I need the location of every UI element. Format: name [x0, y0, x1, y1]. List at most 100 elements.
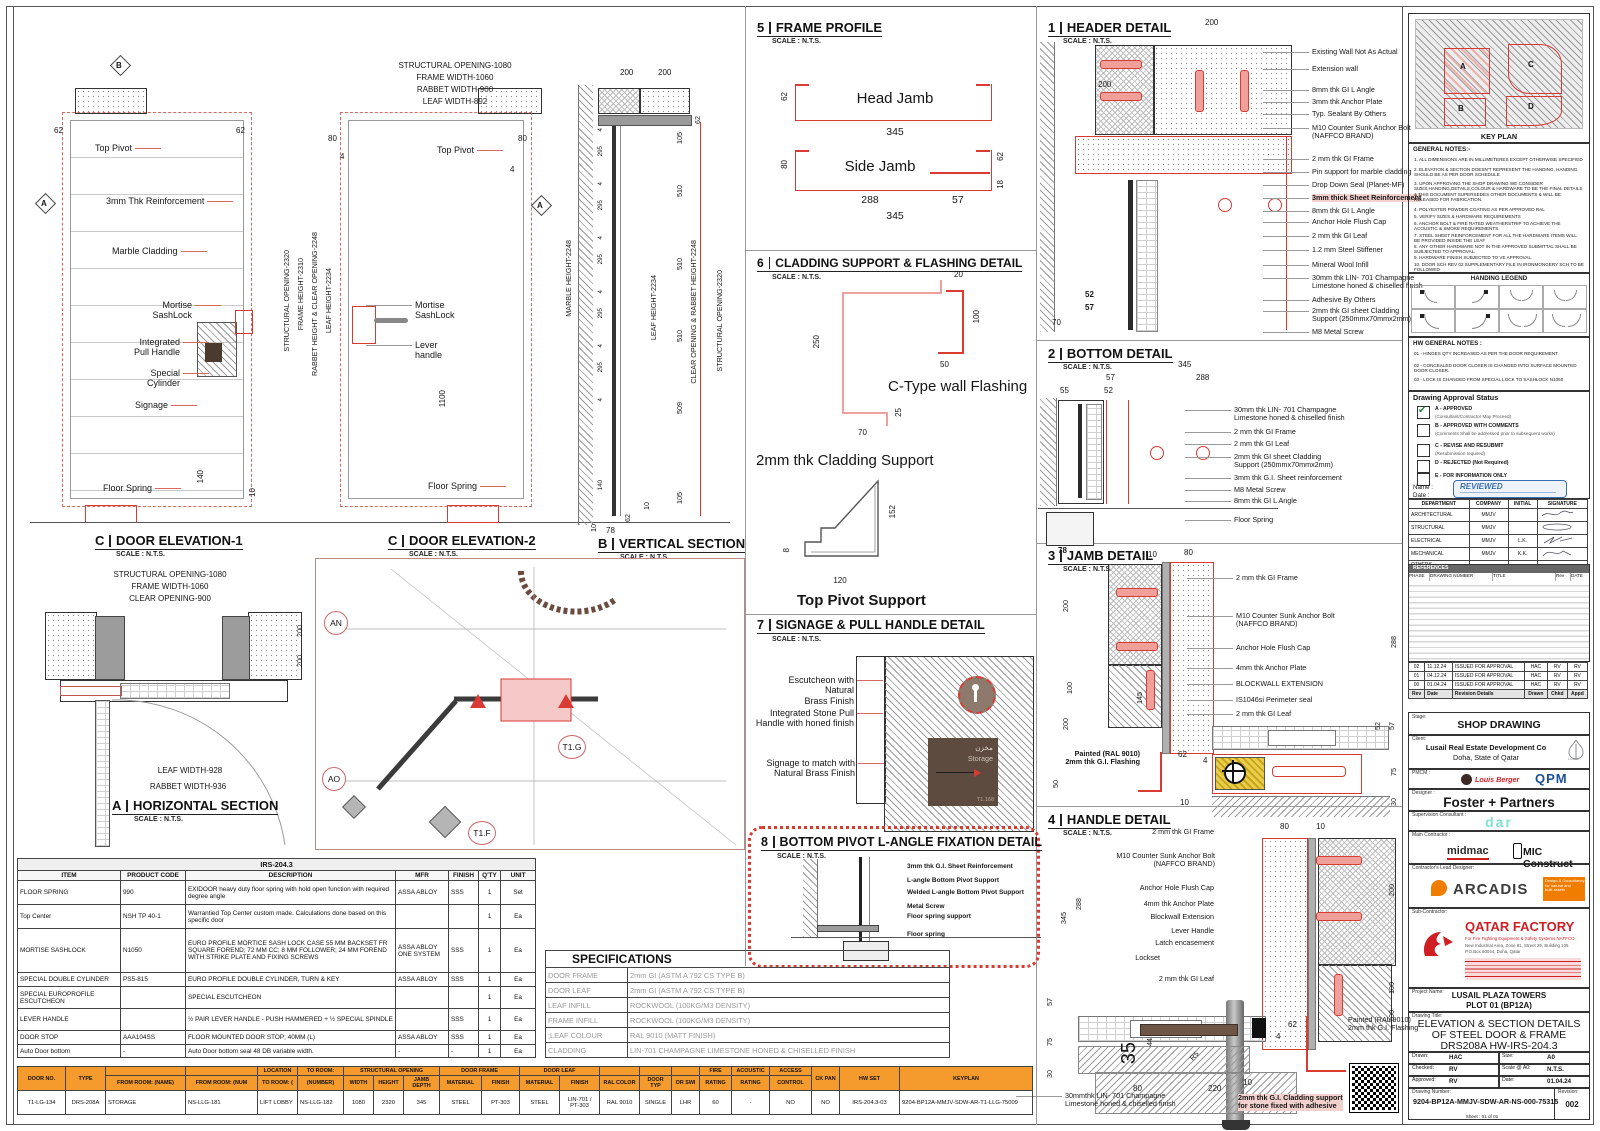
- callout: M8 Metal Screw: [1185, 485, 1286, 494]
- grid-bubble-ao: AO: [322, 767, 346, 791]
- sched-header: CK PAN: [811, 1066, 841, 1091]
- spec-value: ROCKWOOL (100KG/M3 DENSITY): [627, 997, 950, 1013]
- sched-subheader: FROM ROOM: (NAME): [105, 1075, 186, 1091]
- floor-spring-body: [1046, 512, 1094, 546]
- sched-header: HW SET: [839, 1066, 901, 1091]
- item-cell: 1: [478, 1044, 501, 1058]
- frame-face-line: [1106, 400, 1107, 504]
- qatar-factory-line1: For Fire Fighting Equipment & Safety Sys…: [1465, 936, 1575, 941]
- approval-checkbox-b[interactable]: [1417, 424, 1430, 437]
- dim-label: 200: [658, 68, 672, 77]
- keyhole-slot: [974, 690, 978, 702]
- dim-label: 52: [1085, 290, 1094, 299]
- callout-cladding-support: 2mm thk G.I. Cladding support for stone …: [1238, 1093, 1343, 1111]
- approval-checkbox-c[interactable]: [1417, 444, 1430, 457]
- title-num: 5: [757, 20, 765, 35]
- floor-line: [1038, 508, 1278, 509]
- dim-label: 10: [1180, 798, 1189, 807]
- grid-bubble-t1f: T1.F: [468, 821, 496, 845]
- flashing-red-v: [1160, 752, 1162, 792]
- references-rows-placeholder: [1409, 581, 1589, 661]
- callout: 30mm thk LIN- 701 Champagne Limestone ho…: [1185, 405, 1345, 423]
- title-num: C: [388, 533, 398, 548]
- item-cell: Ea: [499, 986, 537, 1009]
- general-notes-title: GENERAL NOTES:-: [1413, 146, 1471, 153]
- sched-header: FIRE: [699, 1066, 733, 1076]
- callout: 2mm thk GI sheet Cladding Support (250mm…: [1184, 452, 1334, 470]
- dim-label: 200: [620, 68, 634, 77]
- callout: Floor Spring: [1184, 515, 1274, 524]
- callout: Extension wall: [1263, 64, 1358, 73]
- dim-structural-opening: STRUCTURAL OPENING-1080: [398, 61, 512, 70]
- rev-cell: HAC: [1523, 680, 1548, 690]
- dim-clear-opening: CLEAR OPENING-900: [129, 594, 211, 603]
- rev-cell: 01.04.24: [1424, 680, 1453, 690]
- callout-stone: 30mmthk LIN- 701 Champagne Limestone hon…: [1016, 1091, 1176, 1109]
- callout: BLOCKWALL EXTENSION: [1187, 679, 1323, 688]
- dim-label: 288: [1074, 898, 1083, 910]
- item-cell: -: [395, 1044, 449, 1058]
- dim-label: 57: [952, 194, 964, 206]
- rev-header: Revision Details: [1451, 689, 1525, 699]
- scale-label: SCALE : N.T.S.: [134, 816, 184, 823]
- floor-hatch-upper: [1078, 1046, 1250, 1074]
- approval-checkbox-d[interactable]: [1417, 460, 1430, 473]
- col-header: ITEM: [17, 870, 121, 881]
- scale-label: SCALE : N.T.S.: [1063, 830, 1113, 837]
- callout: Adhesive By Others: [1263, 295, 1376, 304]
- rev-cell: 02: [1407, 662, 1426, 672]
- handing-cell: [1499, 285, 1543, 309]
- leaf-blockwork: [1136, 180, 1158, 332]
- sched-subheader: CONTROL: [769, 1075, 813, 1091]
- dim-label: 10: [642, 502, 651, 510]
- wall-strip: [1040, 398, 1057, 506]
- dim-label: 10: [1243, 1078, 1252, 1087]
- dim-label: 288: [1389, 636, 1398, 648]
- drawing-title-2: OF STEEL DOOR & FRAME: [1431, 1029, 1567, 1041]
- callout-special-cylinder: Special Cylinder: [118, 368, 209, 389]
- callout-escutcheon: Escutcheon with Natural Brass Finish: [758, 675, 883, 706]
- item-cell: Ea: [499, 904, 537, 929]
- dim-structural-opening-v: STRUCTURAL OPENING-2320: [282, 250, 291, 352]
- scale-label: SCALE : N.T.S.: [777, 853, 827, 860]
- sched-cell: RAL 9010: [599, 1090, 641, 1115]
- handing-legend-box: HANDING LEGEND: [1408, 273, 1590, 337]
- drawn-value: HAC: [1449, 1054, 1463, 1061]
- keyplan-d-label: D: [1528, 102, 1534, 111]
- approval-checkbox-a[interactable]: ✔: [1417, 405, 1430, 419]
- door-swing-arc: [111, 699, 286, 846]
- dept-signature: [1536, 508, 1589, 522]
- dept-initial: [1507, 521, 1538, 535]
- title-num: 8: [761, 835, 768, 849]
- spec-value: 2mm GI (ASTM A 792 CS TYPE B): [627, 967, 950, 983]
- anchor-bolt-v: [1334, 974, 1343, 1016]
- dim-label-large: 35: [1118, 1042, 1140, 1065]
- sched-cell: LIFT LOBBY: [257, 1090, 298, 1115]
- project-name-2: PLOT 01 (BP12A): [1466, 1001, 1532, 1010]
- scale-label: SCALE : N.T.S.: [772, 38, 822, 45]
- dept-cell: MMJV: [1468, 521, 1509, 535]
- divider-5-6: [745, 250, 1036, 251]
- divider-1-2: [1036, 340, 1402, 341]
- contractor-row: Main Contractor : midmac MIC Construct: [1408, 830, 1590, 870]
- rev-cell: RV: [1566, 671, 1589, 681]
- sched-cell: -: [731, 1090, 771, 1115]
- side-jamb-label: Side Jamb: [844, 158, 916, 175]
- drawing-number-label: Drawing Number:: [1412, 1089, 1451, 1095]
- approval-checkbox-e[interactable]: [1417, 473, 1430, 486]
- leaf-section-line: [612, 126, 616, 516]
- callout-signage: Signage: [120, 400, 197, 410]
- sched-cell: STORAGE: [105, 1090, 186, 1115]
- item-cell: FLOOR SPRING: [17, 880, 121, 905]
- rev-cell: 04.12.24: [1424, 671, 1453, 681]
- dim-label: 8: [782, 548, 791, 553]
- lever-handle-shape: [374, 318, 408, 323]
- head-jamb-profile: [795, 84, 992, 121]
- louis-berger-logo: Louis Berger: [1475, 775, 1520, 784]
- sched-subheader: RAL COLOR: [599, 1075, 641, 1091]
- item-cell: ASSA ABLOY: [395, 972, 449, 987]
- sched-subheader: (NUMBER): [297, 1075, 344, 1091]
- scale-label: SCALE : N.T.S.: [772, 274, 822, 281]
- dim-label: 295: [597, 200, 604, 211]
